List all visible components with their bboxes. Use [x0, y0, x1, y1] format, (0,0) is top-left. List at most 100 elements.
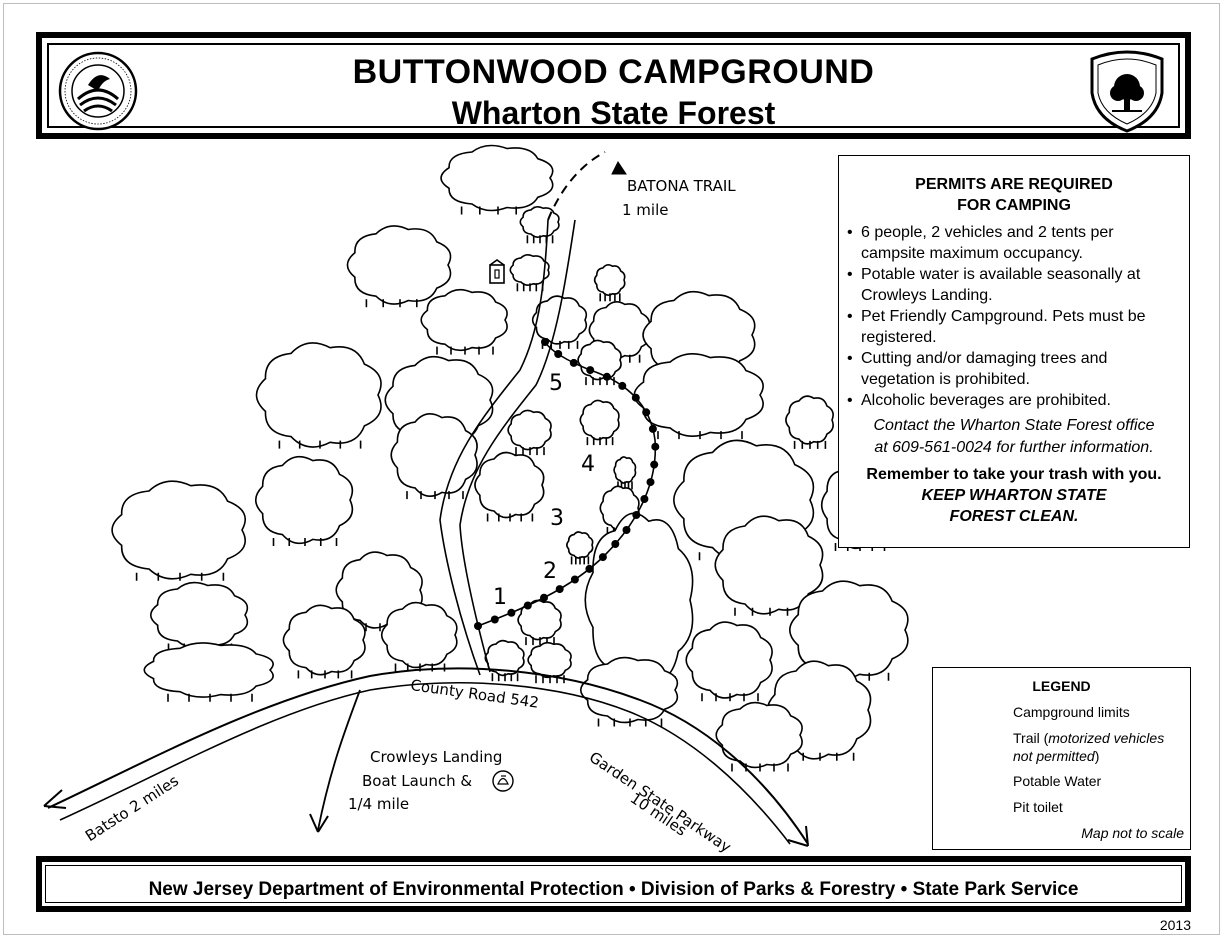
limit-dot: [631, 393, 640, 402]
limit-dot: [642, 408, 651, 417]
limit-dot: [569, 358, 578, 367]
tree-canopy: [579, 399, 620, 441]
contact-line: Contact the Wharton State Forest office: [873, 417, 1155, 434]
permits-contact: Contact the Wharton State Forest office …: [847, 415, 1181, 459]
batona-trail: [547, 151, 606, 221]
keep-clean-line: FOREST CLEAN.: [949, 508, 1079, 525]
limit-dot: [541, 338, 549, 346]
campsite-number: 3: [550, 506, 564, 531]
batsto-arrow-icon: [43, 789, 67, 809]
year-label: 2013: [1159, 917, 1191, 933]
tree-canopy: [143, 642, 274, 698]
limit-dot: [648, 424, 657, 433]
permit-rule: Potable water is available seasonally at…: [847, 264, 1181, 306]
limit-dot: [570, 575, 579, 584]
batona-trail-label: BATONA TRAIL: [627, 177, 736, 195]
permit-rule: Cutting and/or damaging trees and vegeta…: [847, 348, 1181, 390]
legend-trail-text: Trail (: [1013, 730, 1049, 746]
legend-note: Map not to scale: [1081, 825, 1184, 841]
limit-dot: [618, 381, 627, 390]
boat-launch-distance: 1/4 mile: [348, 795, 410, 813]
limit-dot: [632, 511, 641, 519]
campsite-number: 2: [543, 559, 557, 584]
limit-dot: [622, 526, 631, 534]
boat-launch-label: Boat Launch &: [362, 772, 473, 790]
crowleys-arrow-icon: [309, 813, 329, 833]
trail-arrow-icon: [611, 161, 627, 175]
page-subtitle: Wharton State Forest: [451, 95, 776, 131]
potable-water-icon: [492, 770, 514, 792]
footer-inner-border: New Jersey Department of Environmental P…: [45, 865, 1182, 903]
legend-trail: Trail (motorized vehicles not permitted): [1013, 729, 1183, 765]
crowleys-landing-road: [317, 689, 361, 831]
tree-canopy: [254, 455, 354, 545]
campsite-number: 4: [581, 452, 595, 477]
tree-canopy: [527, 641, 572, 679]
tree-canopy: [579, 656, 679, 724]
campground-limit-dots: [474, 338, 660, 630]
limit-dot: [540, 593, 548, 602]
permits-box: PERMITS ARE REQUIRED FOR CAMPING 6 peopl…: [838, 155, 1190, 548]
tree-canopy: [785, 395, 834, 445]
limit-dot: [651, 442, 660, 451]
pit-toilet-icon: [489, 259, 505, 284]
legend-trail-italic: motorized vehicles not permitted: [1013, 730, 1165, 764]
tree-canopy: [440, 144, 554, 212]
tree-canopy: [714, 515, 824, 615]
county-road-542-edge: [59, 682, 791, 845]
tree-canopy: [507, 409, 552, 451]
tree-canopy: [346, 225, 452, 305]
tree-canopy: [593, 264, 626, 296]
limit-dot: [598, 553, 607, 562]
tree-canopy: [685, 621, 773, 699]
tree-canopy: [566, 531, 594, 559]
limit-dot: [555, 585, 564, 594]
campsite-number: 5: [549, 371, 563, 396]
limit-dot: [640, 495, 649, 503]
permit-rules-list: 6 people, 2 vehicles and 2 tents per cam…: [847, 222, 1181, 411]
tree-canopy: [282, 604, 366, 676]
limit-dot: [507, 608, 516, 617]
tree-canopy: [420, 288, 508, 352]
campground-road-edge: [459, 219, 576, 673]
permits-title: PERMITS ARE REQUIRED FOR CAMPING: [847, 174, 1181, 216]
contact-line: at 609-561-0024 for further information.: [874, 439, 1154, 456]
limit-dot: [554, 350, 563, 358]
nj-dep-seal-icon: [58, 51, 138, 131]
tree-canopy: [390, 413, 478, 497]
legend-campground-limits: Campground limits: [1013, 704, 1130, 720]
batona-trail-distance: 1 mile: [622, 201, 669, 219]
limit-dot: [611, 540, 620, 548]
tree-canopy: [380, 601, 458, 669]
campground-road: [439, 219, 549, 676]
tree-canopy: [111, 480, 246, 580]
limit-dot: [490, 615, 499, 624]
tree-canopy: [517, 599, 562, 641]
limit-dot: [646, 478, 655, 487]
tree-canopy: [149, 581, 249, 649]
header-inner-border: BUTTONWOOD CAMPGROUND Wharton State Fore…: [47, 43, 1180, 133]
limit-dot: [650, 460, 659, 469]
limit-dot: [585, 564, 594, 573]
legend-title: LEGEND: [1032, 678, 1091, 694]
trash-note: Remember to take your trash with you.: [866, 466, 1162, 483]
tree-canopy: [474, 451, 545, 519]
tree-canopy: [715, 701, 803, 769]
footer-box: New Jersey Department of Environmental P…: [36, 856, 1191, 912]
legend-box: LEGEND Campground limits Trail (motorize…: [932, 667, 1191, 850]
page-title: BUTTONWOOD CAMPGROUND: [352, 53, 875, 91]
limit-dot: [474, 622, 482, 630]
parkway-arrow-icon: [787, 825, 809, 847]
page-frame: [3, 3, 1220, 935]
limit-dot: [523, 601, 532, 610]
limit-dot: [602, 372, 611, 381]
permit-rule: Alcoholic beverages are prohibited.: [847, 390, 1181, 411]
legend-trail-end: ): [1094, 748, 1100, 764]
footer-text: New Jersey Department of Environmental P…: [148, 879, 1079, 900]
tree-canopy: [255, 342, 382, 448]
tree-canopy: [633, 353, 764, 437]
permit-rule: Pet Friendly Campground. Pets must be re…: [847, 306, 1181, 348]
tree-clusters: [111, 144, 909, 772]
